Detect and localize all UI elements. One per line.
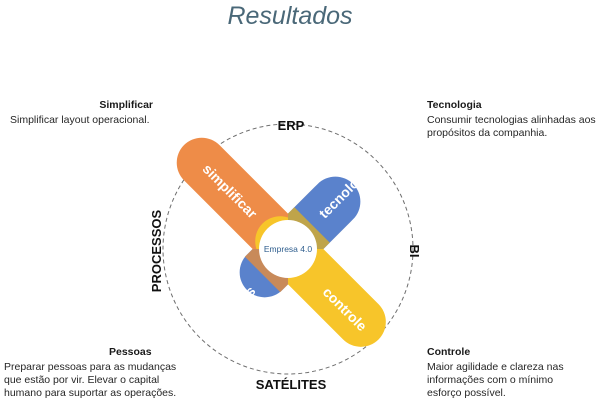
block-controle-line: informações com o mínimo	[427, 374, 554, 386]
block-tecnologia-line: Consumir tecnologias alinhadas aos	[427, 114, 596, 126]
block-controle-heading: Controle	[427, 346, 471, 358]
center-label: Empresa 4.0	[264, 244, 312, 254]
axis-label-top: ERP	[278, 118, 305, 133]
axis-label-right: BI	[407, 245, 422, 258]
slide-title: Resultados	[227, 2, 353, 30]
block-simplificar-line: Simplificar layout operacional.	[10, 114, 150, 126]
block-pessoas-line: Preparar pessoas para as mudanças	[4, 361, 177, 373]
axis-label-bottom: SATÉLITES	[256, 377, 327, 392]
block-simplificar: Simplificar Simplificar layout operacion…	[10, 99, 160, 127]
block-tecnologia-line: propósitos da companhia.	[427, 127, 548, 139]
axis-label-left: PROCESSOS	[149, 209, 164, 292]
center-circle	[259, 220, 317, 278]
block-pessoas-line: que estão por vir. Elevar o capital	[4, 374, 160, 386]
block-controle-line: esforço possível.	[427, 387, 506, 399]
block-controle: Controle Maior agilidade e clareza nas i…	[427, 346, 602, 400]
block-tecnologia-heading: Tecnologia	[427, 99, 482, 111]
block-tecnologia: Tecnologia Consumir tecnologias alinhada…	[427, 99, 602, 140]
block-pessoas-heading: Pessoas	[109, 346, 152, 358]
block-pessoas: Pessoas Preparar pessoas para as mudança…	[4, 346, 199, 400]
block-controle-line: Maior agilidade e clareza nas	[427, 361, 564, 373]
pill-label-pessoas: pessoas	[208, 282, 259, 333]
dashed-ring	[162, 123, 414, 375]
block-simplificar-heading: Simplificar	[99, 99, 153, 111]
block-pessoas-line: humano para suportar as operações.	[4, 387, 177, 399]
